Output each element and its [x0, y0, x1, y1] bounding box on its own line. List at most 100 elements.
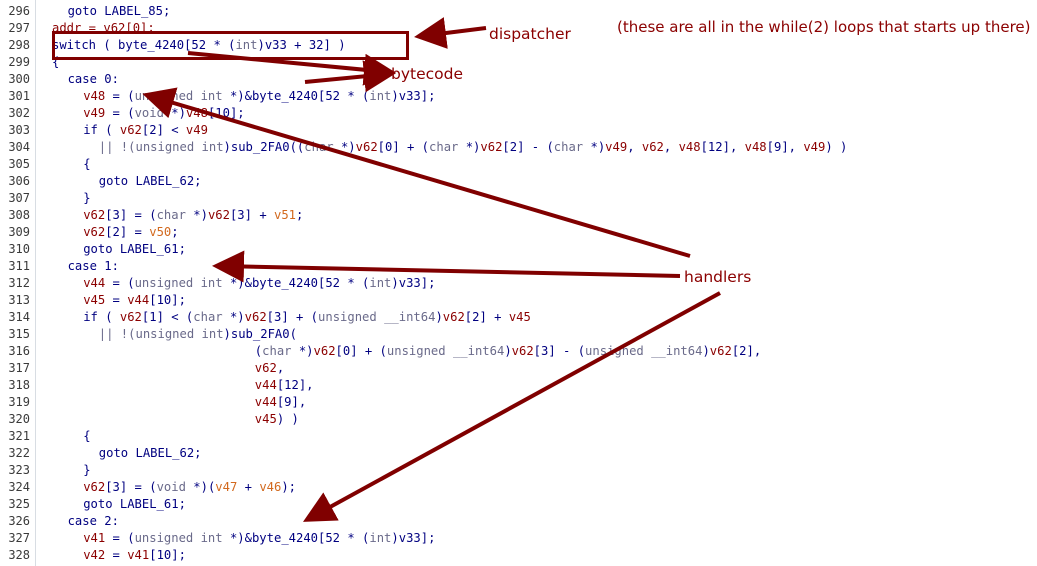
code-token: v44 — [127, 293, 150, 307]
line-number: 312 — [8, 276, 30, 290]
code-token: unsigned int — [135, 140, 224, 154]
code-token: , — [663, 140, 679, 154]
code-token: v44 — [254, 378, 277, 392]
code-token: int — [369, 276, 392, 290]
line-number: 306 — [8, 174, 30, 188]
code-token: v41 — [127, 548, 150, 562]
code-token: int — [235, 38, 258, 52]
handler-arrow-case0 — [142, 87, 691, 258]
code-token: v48 — [83, 89, 106, 103]
code-token: v48 — [744, 140, 767, 154]
code-line: v45) ) — [255, 411, 299, 428]
line-number: 310 — [8, 242, 30, 256]
line-number: 322 — [8, 446, 30, 460]
code-token: } — [83, 463, 91, 477]
code-token: = — [105, 293, 128, 307]
code-token: [12], — [276, 378, 314, 392]
line-number: 302 — [8, 106, 30, 120]
code-token: v44 — [83, 276, 106, 290]
code-token: [1] < ( — [141, 310, 194, 324]
code-token: )v33]; — [391, 276, 436, 290]
code-line: goto LABEL_61; — [83, 241, 186, 258]
code-line: goto LABEL_85; — [68, 3, 171, 20]
line-number: 300 — [8, 72, 30, 86]
code-token: *)&byte_4240[52 * ( — [229, 89, 370, 103]
code-token: [3] = ( — [105, 208, 157, 222]
code-token: ) ) — [825, 140, 848, 154]
code-line: || !(unsigned int)sub_2FA0( — [99, 326, 297, 343]
handler-arrow-case2 — [302, 291, 721, 522]
code-token: v62 — [480, 140, 503, 154]
code-line: v41 = (unsigned int *)&byte_4240[52 * (i… — [83, 530, 435, 547]
code-line: v44[9], — [255, 394, 306, 411]
line-number: 296 — [8, 4, 30, 18]
code-token: { — [52, 55, 60, 69]
code-token: v45 — [83, 293, 106, 307]
code-token: goto LABEL_61; — [83, 242, 186, 256]
code-token: v46 — [259, 480, 282, 494]
code-token: ( — [254, 344, 263, 358]
code-token: v48 — [678, 140, 701, 154]
line-number: 311 — [8, 259, 30, 273]
code-token: v62 — [313, 344, 336, 358]
code-token: ) ) — [276, 412, 299, 426]
line-number: 320 — [8, 412, 30, 426]
code-token: ; — [171, 225, 179, 239]
code-line: if ( v62[2] < v49 — [83, 122, 208, 139]
line-number: 321 — [8, 429, 30, 443]
code-line: { — [83, 428, 90, 445]
code-token: char — [262, 344, 299, 358]
code-token: || !( — [98, 140, 136, 154]
code-line: goto LABEL_62; — [99, 445, 202, 462]
code-token: v62 — [709, 344, 732, 358]
code-token: *) — [229, 310, 245, 324]
handler-arrow-case1 — [212, 250, 681, 283]
code-line: v62[3] = (void *)(v47 + v46); — [83, 479, 296, 496]
code-token: [3] - ( — [533, 344, 586, 358]
while-loop-note: (these are all in the while(2) loops tha… — [617, 18, 1031, 36]
code-token: [3] + ( — [266, 310, 319, 324]
line-number: 298 — [8, 38, 30, 52]
code-token: [3] = ( — [105, 480, 157, 494]
code-token: case 0: — [67, 72, 119, 86]
code-token: v62 — [83, 208, 106, 222]
code-token: char — [193, 310, 230, 324]
handlers-label: handlers — [684, 268, 752, 286]
line-number: 324 — [8, 480, 30, 494]
code-token: unsigned __int64 — [386, 344, 505, 358]
code-token: v62 — [119, 310, 142, 324]
line-number: 314 — [8, 310, 30, 324]
code-token: [0] + ( — [335, 344, 387, 358]
code-token: v44 — [254, 395, 277, 409]
code-token: = — [105, 548, 128, 562]
code-token: v50 — [149, 225, 172, 239]
code-token: v62 — [83, 225, 106, 239]
code-token: v49 — [185, 123, 208, 137]
code-token: *) — [465, 140, 481, 154]
line-number: 316 — [8, 344, 30, 358]
code-token: *) — [193, 208, 208, 222]
code-token: v62 — [442, 310, 465, 324]
code-token: [9], — [766, 140, 804, 154]
code-token: [2] = — [105, 225, 150, 239]
code-line: switch ( byte_4240[52 * (int)v33 + 32] ) — [52, 37, 346, 54]
code-line: (char *)v62[0] + (unsigned __int64)v62[3… — [255, 343, 761, 360]
code-token: v45 — [254, 412, 277, 426]
code-token: switch ( — [52, 38, 119, 52]
code-line: v62[3] = (char *)v62[3] + v51; — [83, 207, 303, 224]
code-token: [2] - ( — [502, 140, 554, 154]
code-token: v51 — [274, 208, 297, 222]
line-number: 299 — [8, 55, 30, 69]
code-token: )v33]; — [391, 531, 436, 545]
bytecode-label: bytecode — [391, 65, 464, 83]
line-number: 305 — [8, 157, 30, 171]
line-number: 318 — [8, 378, 30, 392]
code-token: = ( — [105, 89, 135, 103]
code-token: char — [156, 208, 194, 222]
code-line: } — [83, 190, 90, 207]
code-token: = ( — [105, 106, 135, 120]
code-token: v62 — [244, 310, 267, 324]
code-token: ; — [296, 208, 304, 222]
